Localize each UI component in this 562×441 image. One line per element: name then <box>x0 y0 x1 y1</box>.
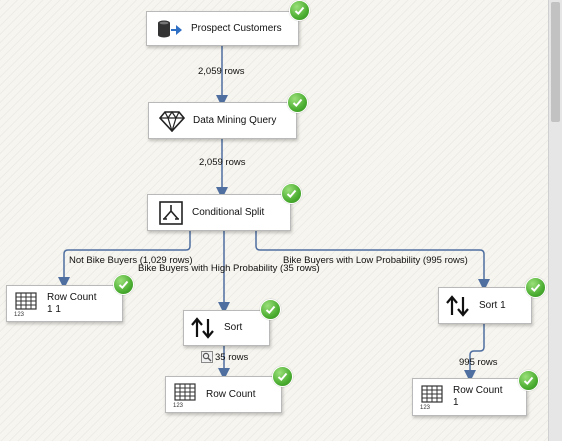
sort-icon <box>190 315 216 341</box>
row-count-icon: 123 <box>419 384 445 410</box>
scrollbar-thumb[interactable] <box>551 2 560 122</box>
svg-text:123: 123 <box>420 405 431 410</box>
ole-db-source-icon <box>157 16 183 42</box>
path-label-dmq-to-split: 2,059 rows <box>199 157 246 168</box>
path-label-high-probability: Bike Buyers with High Probability (35 ro… <box>138 263 320 274</box>
path-label-low-probability: Bike Buyers with Low Probability (995 ro… <box>283 255 468 266</box>
task-label: Row Count <box>453 385 503 396</box>
task-prospect-customers[interactable]: Prospect Customers <box>146 11 299 46</box>
path-sort1-to-rowcount <box>464 323 485 382</box>
path-label-prospect-to-dmq: 2,059 rows <box>198 66 245 77</box>
path-not-bike-buyers <box>58 229 191 289</box>
svg-text:123: 123 <box>173 403 184 408</box>
task-sublabel: 1 <box>453 397 459 408</box>
sort-icon <box>445 293 471 319</box>
task-row-count-1[interactable]: 123 Row Count 1 <box>412 378 527 416</box>
success-check-icon <box>260 299 281 320</box>
success-check-icon <box>518 370 539 391</box>
task-label: Sort 1 <box>479 299 506 311</box>
path-label-not-bike-buyers: Not Bike Buyers (1,029 rows) <box>69 255 193 266</box>
row-count-icon: 123 <box>172 382 198 408</box>
success-check-icon <box>525 277 546 298</box>
path-low-probability <box>255 229 490 291</box>
data-viewer-icon[interactable] <box>201 351 213 363</box>
task-sort[interactable]: Sort <box>183 310 270 346</box>
task-label: Data Mining Query <box>193 114 277 126</box>
vertical-scrollbar[interactable] <box>548 0 562 441</box>
task-row-count-1-1[interactable]: 123 Row Count 1 1 <box>6 285 123 322</box>
success-check-icon <box>281 183 302 204</box>
task-label: Conditional Split <box>192 206 265 218</box>
task-row-count[interactable]: 123 Row Count <box>165 376 282 413</box>
task-label: Sort <box>224 322 243 333</box>
task-data-mining-query[interactable]: Data Mining Query <box>148 102 297 139</box>
task-sublabel: 1 1 <box>47 303 61 315</box>
row-count-icon: 123 <box>13 291 39 317</box>
conditional-split-icon <box>158 200 184 226</box>
task-sort-1[interactable]: Sort 1 <box>438 287 532 324</box>
data-mining-query-icon <box>159 108 185 134</box>
task-conditional-split[interactable]: Conditional Split <box>147 194 291 231</box>
success-check-icon <box>289 0 310 21</box>
task-label: Row Count <box>47 291 97 303</box>
success-check-icon <box>272 366 293 387</box>
path-label-sort-to-rowcount: 35 rows <box>215 352 249 363</box>
success-check-icon <box>113 274 134 295</box>
success-check-icon <box>287 92 308 113</box>
svg-text:123: 123 <box>14 312 25 317</box>
task-label: Row Count <box>206 388 256 400</box>
path-label-sort1-to-rowcount: 995 rows <box>459 357 498 368</box>
task-label: Prospect Customers <box>191 22 282 34</box>
